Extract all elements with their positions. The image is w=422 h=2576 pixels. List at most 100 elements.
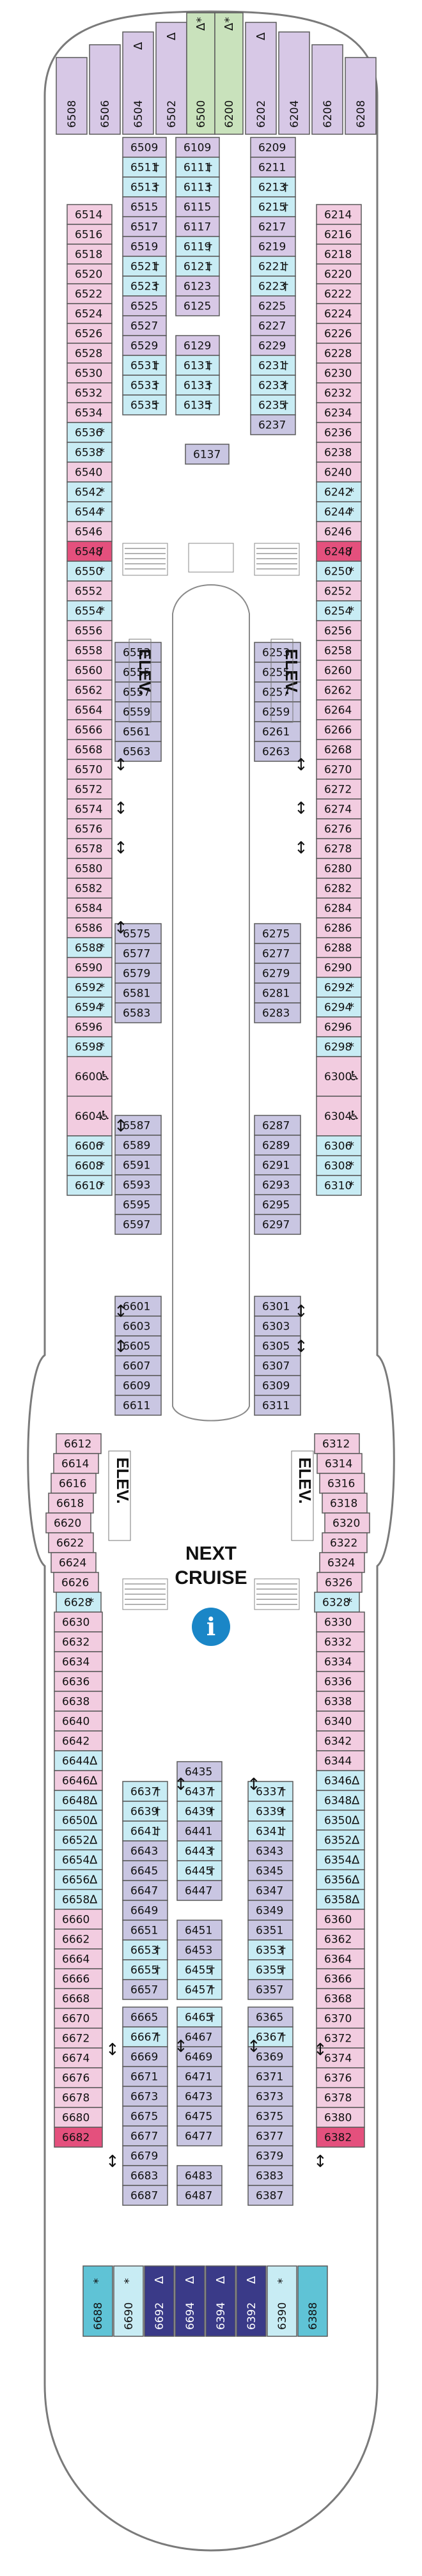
cabin-6226[interactable]: 6226 (316, 323, 362, 344)
cabin-6618[interactable]: 6618 (48, 1493, 94, 1514)
cabin-6483[interactable]: 6483 (176, 2165, 223, 2186)
cabin-6680[interactable]: 6680 (54, 2107, 103, 2128)
cabin-6287[interactable]: 6287 (254, 1115, 301, 1136)
cabin-6254[interactable]: 6254* (316, 600, 362, 621)
cabin-6435[interactable]: 6435 (176, 1761, 223, 1782)
cabin-6597[interactable]: 6597 (114, 1214, 162, 1235)
cabin-6587[interactable]: 6587 (114, 1115, 162, 1136)
cabin-6289[interactable]: 6289 (254, 1135, 301, 1156)
cabin-6596[interactable]: 6596 (66, 1016, 113, 1037)
cabin-6666[interactable]: 6666 (54, 1968, 103, 1989)
cabin-6306[interactable]: 6306* (316, 1135, 362, 1156)
cabin-6626[interactable]: 6626 (53, 1572, 99, 1593)
cabin-6268[interactable]: 6268 (316, 739, 362, 760)
cabin-6303[interactable]: 6303 (254, 1315, 301, 1337)
cabin-6593[interactable]: 6593 (114, 1174, 162, 1195)
cabin-6529[interactable]: 6529 (122, 335, 167, 356)
cabin-6469[interactable]: 6469 (176, 2046, 223, 2067)
cabin-6339[interactable]: 6339† (247, 1801, 293, 1822)
cabin-6632[interactable]: 6632 (54, 1631, 103, 1652)
cabin-6371[interactable]: 6371 (247, 2066, 293, 2087)
cabin-6612[interactable]: 6612 (56, 1433, 102, 1454)
cabin-6443[interactable]: 6443† (176, 1840, 223, 1861)
cabin-6594[interactable]: 6594* (66, 997, 113, 1018)
cabin-6553[interactable]: 6553 (114, 642, 162, 663)
cabin-6137[interactable]: 6137 (185, 444, 230, 465)
cabin-6367[interactable]: 6367† (247, 2026, 293, 2047)
cabin-6662[interactable]: 6662 (54, 1928, 103, 1950)
cabin-6286[interactable]: 6286 (316, 917, 362, 938)
cabin-6221[interactable]: 6221† (250, 256, 296, 277)
cabin-6312[interactable]: 6312 (314, 1433, 360, 1454)
info-icon[interactable] (192, 1608, 230, 1646)
cabin-6634[interactable]: 6634 (54, 1651, 103, 1672)
cabin-6647[interactable]: 6647 (122, 1880, 168, 1901)
cabin-6520[interactable]: 6520 (66, 263, 113, 284)
cabin-6651[interactable]: 6651 (122, 1920, 168, 1941)
cabin-6252[interactable]: 6252 (316, 580, 362, 601)
cabin-6643[interactable]: 6643 (122, 1840, 168, 1861)
cabin-6326[interactable]: 6326 (316, 1572, 363, 1593)
cabin-6227[interactable]: 6227 (250, 315, 296, 336)
cabin-6125[interactable]: 6125 (175, 295, 220, 316)
cabin-6609[interactable]: 6609 (114, 1375, 162, 1396)
cabin-6293[interactable]: 6293 (254, 1174, 301, 1195)
cabin-6276[interactable]: 6276 (316, 818, 362, 839)
cabin-6673[interactable]: 6673 (122, 2086, 168, 2107)
cabin-6231[interactable]: 6231† (250, 355, 296, 376)
cabin-6290[interactable]: 6290 (316, 957, 362, 978)
cabin-6233[interactable]: 6233† (250, 375, 296, 396)
cabin-6580[interactable]: 6580 (66, 858, 113, 879)
cabin-6208[interactable]: 6208 (345, 57, 377, 135)
cabin-6678[interactable]: 6678 (54, 2087, 103, 2108)
cabin-6368[interactable]: 6368 (316, 1988, 365, 2009)
cabin-6324[interactable]: 6324 (319, 1552, 365, 1573)
cabin-6217[interactable]: 6217 (250, 216, 296, 237)
cabin-6320[interactable]: 6320 (324, 1512, 370, 1533)
cabin-6232[interactable]: 6232 (316, 382, 362, 403)
cabin-6471[interactable]: 6471 (176, 2066, 223, 2087)
cabin-6532[interactable]: 6532 (66, 382, 113, 403)
cabin-6517[interactable]: 6517 (122, 216, 167, 237)
cabin-6218[interactable]: 6218 (316, 244, 362, 265)
cabin-6572[interactable]: 6572 (66, 779, 113, 800)
cabin-6308[interactable]: 6308* (316, 1155, 362, 1176)
cabin-6584[interactable]: 6584 (66, 897, 113, 919)
cabin-6133[interactable]: 6133† (175, 375, 220, 396)
cabin-6297[interactable]: 6297 (254, 1214, 301, 1235)
cabin-6525[interactable]: 6525 (122, 295, 167, 316)
cabin-6282[interactable]: 6282 (316, 878, 362, 899)
cabin-6284[interactable]: 6284 (316, 897, 362, 919)
cabin-6377[interactable]: 6377 (247, 2125, 293, 2146)
cabin-6369[interactable]: 6369 (247, 2046, 293, 2067)
cabin-6588[interactable]: 6588* (66, 937, 113, 958)
cabin-6540[interactable]: 6540 (66, 462, 113, 483)
cabin-6457[interactable]: 6457† (176, 1979, 223, 2000)
cabin-6546[interactable]: 6546 (66, 521, 113, 542)
cabin-6209[interactable]: 6209 (250, 137, 296, 158)
cabin-6538[interactable]: 6538* (66, 442, 113, 463)
cabin-6121[interactable]: 6121† (175, 256, 220, 277)
cabin-6330[interactable]: 6330 (316, 1611, 365, 1633)
cabin-6246[interactable]: 6246 (316, 521, 362, 542)
cabin-6375[interactable]: 6375 (247, 2106, 293, 2127)
cabin-6641[interactable]: 6641† (122, 1820, 168, 1842)
cabin-6581[interactable]: 6581 (114, 982, 162, 1004)
cabin-6518[interactable]: 6518 (66, 244, 113, 265)
cabin-6215[interactable]: 6215† (250, 196, 296, 217)
cabin-6439[interactable]: 6439† (176, 1801, 223, 1822)
cabin-6527[interactable]: 6527 (122, 315, 167, 336)
cabin-6337[interactable]: 6337† (247, 1781, 293, 1802)
cabin-6310[interactable]: 6310* (316, 1175, 362, 1196)
cabin-6248[interactable]: 6248/ (316, 541, 362, 562)
cabin-6639[interactable]: 6639† (122, 1801, 168, 1822)
cabin-6338[interactable]: 6338 (316, 1691, 365, 1712)
cabin-6296[interactable]: 6296 (316, 1016, 362, 1037)
cabin-6222[interactable]: 6222 (316, 283, 362, 304)
